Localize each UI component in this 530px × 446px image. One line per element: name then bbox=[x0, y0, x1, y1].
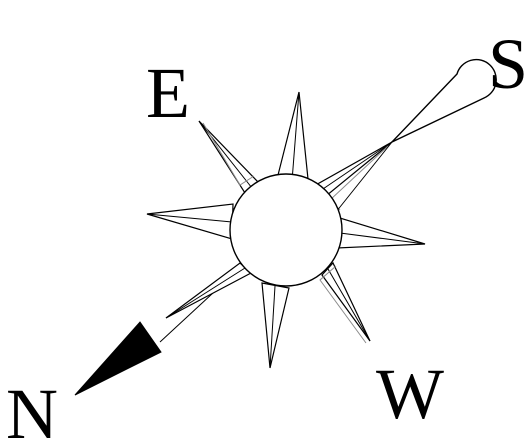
south-needle bbox=[392, 60, 496, 142]
spike-top bbox=[276, 92, 308, 183]
compass-hub bbox=[230, 174, 342, 286]
spike-lower-left-ridge bbox=[166, 268, 245, 318]
north-arrow-head bbox=[75, 322, 161, 395]
spike-lower-right-ridge bbox=[328, 269, 370, 341]
label-west: W bbox=[376, 354, 444, 434]
spike-upper-right-ridge bbox=[320, 142, 392, 191]
spike-upper-left-ridge bbox=[199, 121, 252, 188]
south-pointer bbox=[392, 60, 496, 142]
label-north: N bbox=[6, 374, 58, 446]
spike-bottom bbox=[262, 283, 289, 368]
spike-left bbox=[147, 204, 233, 239]
label-south: S bbox=[488, 24, 528, 104]
spike-right bbox=[337, 218, 425, 248]
label-east: E bbox=[146, 53, 190, 133]
